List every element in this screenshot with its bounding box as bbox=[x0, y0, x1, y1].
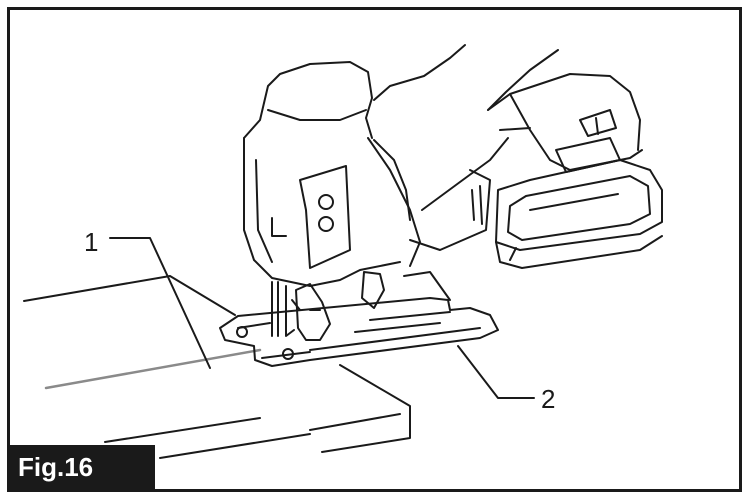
tool-lever bbox=[361, 271, 385, 309]
battery-pack bbox=[495, 159, 663, 269]
figure-frame: 1 2 Fig.16 bbox=[7, 7, 742, 492]
figure-label: Fig.16 bbox=[10, 445, 155, 489]
tool-body bbox=[243, 61, 451, 301]
cutting-line bbox=[44, 348, 262, 390]
operator-hand bbox=[373, 44, 559, 221]
callout-number-2: 2 bbox=[541, 384, 556, 414]
blade-assembly bbox=[271, 281, 331, 341]
figure-label-text: Fig.16 bbox=[18, 451, 94, 482]
workpiece-board bbox=[23, 275, 411, 459]
callout-number-1: 1 bbox=[84, 227, 99, 257]
jigsaw-illustration bbox=[23, 44, 663, 459]
base-plate bbox=[219, 297, 499, 367]
leader-lines bbox=[109, 237, 535, 399]
